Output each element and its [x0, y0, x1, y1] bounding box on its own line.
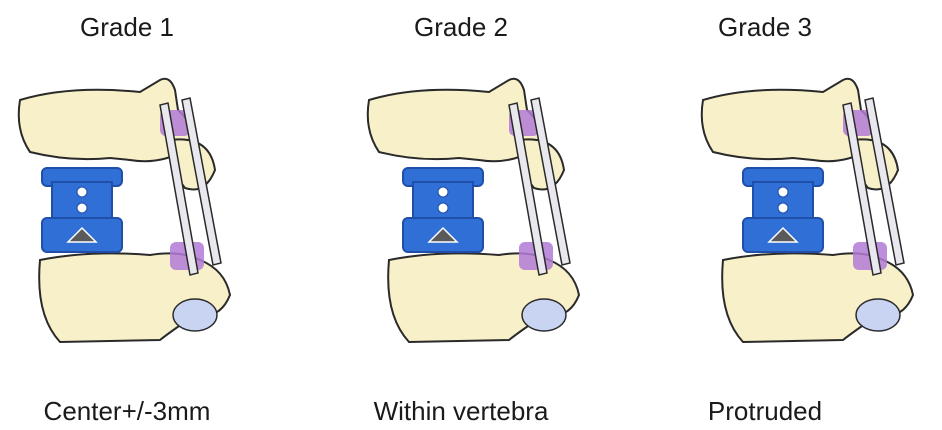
screw-head [856, 299, 900, 331]
spine-group [19, 79, 230, 342]
grade-2-title: Grade 2 [304, 12, 618, 43]
cage-hole-2 [77, 203, 87, 213]
spine-group [702, 79, 913, 342]
grade-2-spine-illustration [314, 70, 628, 370]
grade-3-panel: Grade 3 Protruded [628, 0, 942, 430]
screw-head [173, 299, 217, 331]
cage-hole-1 [778, 187, 788, 197]
grade-3-spine-illustration [628, 70, 942, 370]
spine-group [368, 79, 579, 342]
grade-1-title: Grade 1 [0, 12, 284, 43]
grade-1-panel: Grade 1 Center+/-3mm [0, 0, 314, 430]
grade-1-caption: Center+/-3mm [0, 396, 284, 427]
cage-hole-2 [438, 203, 448, 213]
grade-3-title: Grade 3 [608, 12, 922, 43]
cage-hole-2 [778, 203, 788, 213]
grade-1-spine-illustration [0, 70, 314, 370]
cage-hole-1 [77, 187, 87, 197]
screw-head [522, 299, 566, 331]
grade-2-panel: Grade 2 Within vertebra [314, 0, 628, 430]
grade-3-caption: Protruded [608, 396, 922, 427]
cage-hole-1 [438, 187, 448, 197]
grade-2-caption: Within vertebra [304, 396, 618, 427]
